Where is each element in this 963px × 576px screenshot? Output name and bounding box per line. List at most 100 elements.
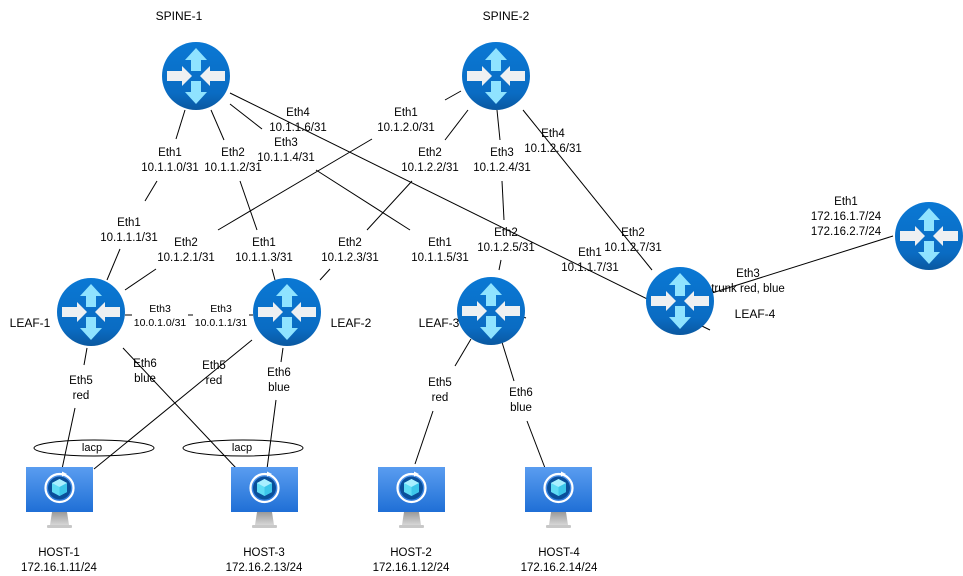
link-spine2-leaf2 — [444, 109, 469, 141]
link-leaf2-host1 — [93, 339, 253, 470]
vm-host-icon-host2[interactable] — [376, 465, 447, 530]
router-icon-leaf2[interactable] — [253, 278, 321, 346]
host-name: HOST-3 — [243, 547, 285, 559]
iface-label-leaf2-eth2: Eth2 10.1.2.3/31 — [321, 236, 379, 266]
lacp-bundles — [33, 439, 304, 457]
link-spine2-leaf2-end — [319, 268, 331, 281]
iface-addr: 10.1.1.3/31 — [235, 252, 293, 264]
iface-label-spine1-eth1: Eth1 10.1.1.0/31 — [141, 146, 199, 176]
iface-addr: 10.1.2.3/31 — [321, 252, 379, 264]
iface-addr: 10.1.2.5/31 — [477, 242, 535, 254]
iface-label-leaf3-eth5: Eth5 red — [428, 376, 452, 406]
vm-host-icon-host1[interactable] — [24, 465, 95, 530]
node-label-leaf3: LEAF-3 — [418, 316, 460, 330]
link-leaf2-host3-a — [280, 347, 284, 363]
link-leaf1-host1-a — [83, 347, 88, 366]
iface-label-leaf2-eth5: Eth5 red — [202, 359, 226, 389]
iface-port: Eth3 — [490, 147, 514, 159]
iface-label-spine2-eth2: Eth2 10.1.2.2/31 — [401, 146, 459, 176]
iface-addr: 10.1.2.2/31 — [401, 162, 459, 174]
iface-port: Eth2 — [174, 237, 198, 249]
link-spine1-leaf2-lower — [239, 180, 258, 231]
iface-label-leaf1-eth1: Eth1 10.1.1.1/31 — [100, 216, 158, 246]
host-label-host3: HOST-3 172.16.2.13/24 — [226, 546, 303, 576]
host-label-host4: HOST-4 172.16.2.14/24 — [521, 546, 598, 576]
iface-port: Eth3 — [210, 303, 232, 315]
host-name: HOST-1 — [38, 547, 80, 559]
iface-addr: 10.1.1.0/31 — [141, 162, 199, 174]
iface-port: Eth1 — [117, 217, 141, 229]
iface-label-spine2-eth4: Eth4 10.1.2.6/31 — [524, 127, 582, 157]
host-label-host2: HOST-2 172.16.1.12/24 — [373, 546, 450, 576]
links — [61, 90, 894, 470]
link-spine1-leaf2 — [210, 109, 225, 141]
node-label-leaf2: LEAF-2 — [330, 316, 372, 330]
iface-port: Eth1 — [578, 247, 602, 259]
iface-label-spine2-eth1: Eth1 10.1.2.0/31 — [377, 106, 435, 136]
iface-port: Eth2 — [221, 147, 245, 159]
iface-port: Eth1 — [252, 237, 276, 249]
host-ip: 172.16.1.12/24 — [372, 562, 450, 574]
iface-label-leaf1-eth5: Eth5 red — [69, 374, 93, 404]
router-icon-spine1[interactable] — [162, 42, 230, 110]
iface-addr: 10.0.1.0/31 — [133, 317, 187, 329]
link-spine1-leaf1-end — [106, 248, 121, 281]
routers — [57, 42, 963, 346]
link-leaf3-host2-a — [454, 338, 472, 367]
iface-label-leaf1-eth6: Eth6 blue — [133, 357, 157, 387]
iface-addr-secondary: 172.16.2.7/24 — [810, 226, 882, 238]
host-ip: 172.16.2.14/24 — [520, 562, 598, 574]
iface-addr: trunk red, blue — [711, 283, 785, 295]
iface-addr: 10.1.1.6/31 — [269, 122, 327, 134]
iface-addr: 10.1.1.1/31 — [100, 232, 158, 244]
iface-port: Eth1 — [394, 107, 418, 119]
iface-port: Eth5 — [202, 360, 226, 372]
node-label-spine2: SPINE-2 — [482, 9, 530, 23]
link-spine1-leaf4 — [229, 92, 711, 331]
iface-port: Eth2 — [621, 227, 645, 239]
vm-host-icon-host4[interactable] — [523, 465, 594, 530]
hosts — [24, 465, 594, 530]
link-spine1-leaf3-lower — [315, 169, 411, 231]
router-icon-leaf3[interactable] — [457, 277, 525, 345]
iface-label-spine1-eth4: Eth4 10.1.1.6/31 — [269, 106, 327, 136]
link-leaf3-host4-a — [500, 338, 515, 382]
iface-port: Eth5 — [428, 377, 452, 389]
iface-addr: 172.16.1.7/24 — [810, 211, 882, 223]
iface-label-leaf3-eth6: Eth6 blue — [509, 386, 533, 416]
iface-addr: red — [72, 390, 90, 402]
iface-addr: 10.1.2.4/31 — [473, 162, 531, 174]
iface-label-leaf3-eth2: Eth2 10.1.2.5/31 — [477, 226, 535, 256]
link-spine1-leaf1-lower — [144, 180, 158, 202]
iface-port: Eth3 — [736, 268, 760, 280]
iface-label-leaf2-eth3: Eth3 10.0.1.1/31 — [195, 302, 248, 330]
node-label-leaf4: LEAF-4 — [734, 307, 776, 321]
iface-label-leaf2-eth1: Eth1 10.1.1.3/31 — [235, 236, 293, 266]
iface-port: Eth3 — [149, 303, 171, 315]
router-icon-leaf1[interactable] — [57, 278, 125, 346]
iface-addr: red — [205, 375, 223, 387]
iface-addr: 10.0.1.1/31 — [194, 317, 248, 329]
iface-label-leaf4-eth1: Eth1 10.1.1.7/31 — [561, 246, 619, 276]
iface-label-leaf3-eth1: Eth1 10.1.1.5/31 — [411, 236, 469, 266]
iface-addr: 10.1.2.0/31 — [377, 122, 435, 134]
router-icon-leaf4[interactable] — [646, 267, 714, 335]
router-icon-spine2[interactable] — [462, 42, 530, 110]
host-label-host1: HOST-1 172.16.1.11/24 — [21, 546, 97, 576]
host-name: HOST-2 — [390, 547, 432, 559]
link-spine2-leaf2-lower — [366, 180, 413, 231]
iface-addr: 10.1.2.7/31 — [604, 242, 662, 254]
router-icon-external[interactable] — [895, 202, 963, 270]
iface-label-leaf1-eth3: Eth3 10.0.1.0/31 — [134, 302, 187, 330]
lacp-label-right: lacp — [231, 442, 253, 454]
iface-addr: 10.1.1.5/31 — [411, 252, 469, 264]
iface-port: Eth1 — [834, 196, 858, 208]
iface-label-leaf1-eth2: Eth2 10.1.2.1/31 — [157, 236, 215, 266]
link-leaf1-host1-b — [61, 407, 76, 470]
iface-port: Eth6 — [133, 358, 157, 370]
link-spine1-leaf1 — [175, 109, 186, 140]
link-spine2-leaf4 — [522, 109, 653, 271]
link-spine2-leaf1-end — [124, 268, 157, 291]
link-spine2-leaf3-lower — [501, 180, 505, 221]
vm-host-icon-host3[interactable] — [229, 465, 300, 530]
